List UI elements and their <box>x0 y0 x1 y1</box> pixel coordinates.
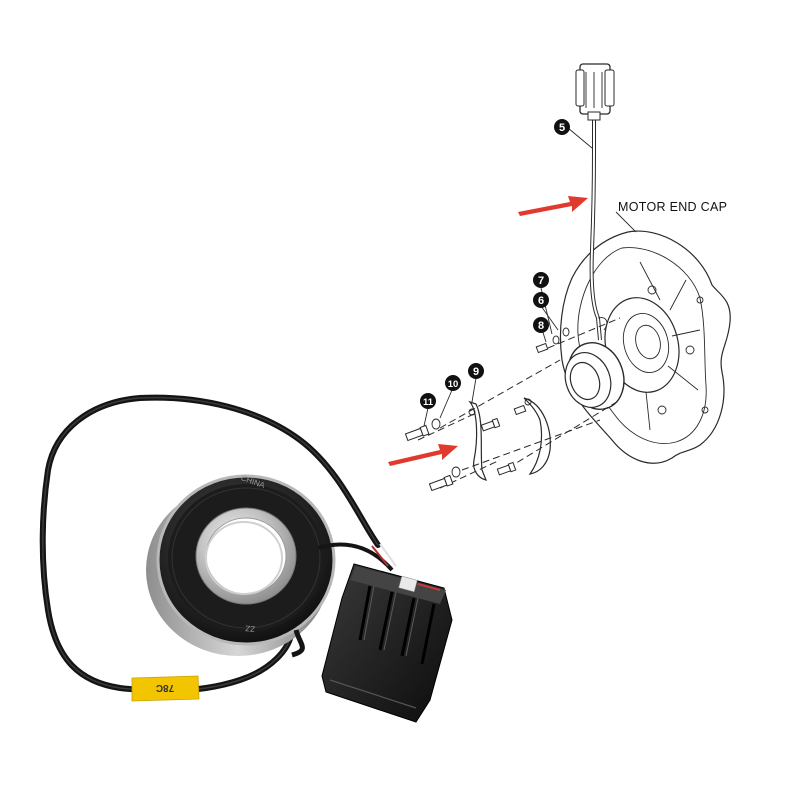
exploded-diagram: MOTOR END CAP <box>388 63 731 492</box>
svg-text:5: 5 <box>559 122 565 134</box>
svg-text:10: 10 <box>448 379 459 390</box>
cable-tag: 78C <box>131 675 200 702</box>
svg-text:8: 8 <box>538 320 544 332</box>
red-arrow-wire <box>518 196 588 216</box>
product-photo: 78C CHINA ZZ <box>39 394 453 723</box>
svg-text:78C: 78C <box>156 682 174 693</box>
callout-8: 8 <box>533 317 549 333</box>
motor-end-cap-label: MOTOR END CAP <box>618 200 727 214</box>
callout-6: 6 <box>533 292 549 308</box>
callout-7: 7 <box>533 272 549 288</box>
svg-text:7: 7 <box>538 275 544 287</box>
callout-11: 11 <box>420 393 436 409</box>
callout-9: 9 <box>468 363 484 379</box>
retainer-plates <box>468 397 551 481</box>
callout-10: 10 <box>445 375 461 391</box>
connector-drawing <box>575 63 615 121</box>
connector-photo <box>321 563 453 723</box>
svg-text:9: 9 <box>473 366 479 378</box>
svg-text:6: 6 <box>538 295 544 307</box>
bearing-photo: CHINA ZZ <box>146 473 336 656</box>
callout-5: 5 <box>554 119 570 135</box>
bearing-print-zz: ZZ <box>245 624 256 634</box>
end-cap-leader-line <box>615 211 637 233</box>
svg-text:11: 11 <box>423 397 434 408</box>
sensor-bearing-drawing <box>564 342 625 410</box>
screws <box>404 327 570 492</box>
red-arrow-plate <box>388 444 458 466</box>
